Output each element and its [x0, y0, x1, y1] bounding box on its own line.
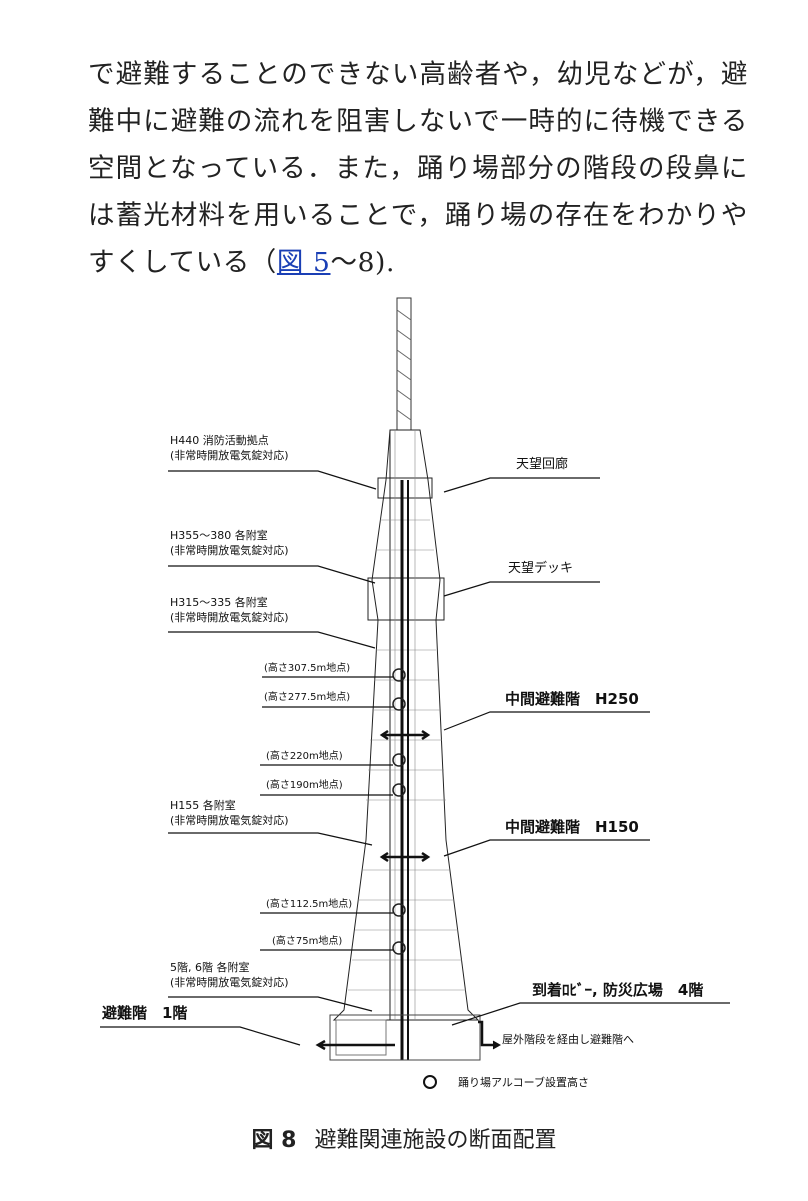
- label-h440-sub: (非常時開放電気錠対応): [170, 449, 289, 462]
- label-75m: (高さ75m地点): [272, 936, 343, 947]
- figure-link[interactable]: 図 5: [276, 246, 331, 278]
- figure-number: 図 8: [251, 1128, 297, 1153]
- legend-circle-icon: [423, 1075, 437, 1089]
- legend-label: 踊り場アルコーブ設置高さ: [458, 1076, 590, 1089]
- paragraph-text: で避難することのできない高齢者や，幼児などが，避難中に避難の流れを阻害しないで一…: [88, 58, 749, 278]
- label-112m: (高さ112.5m地点): [266, 899, 353, 910]
- label-5f-6f: 5階, 6階 各附室: [170, 961, 250, 974]
- paragraph-text-end: ～8).: [330, 246, 396, 278]
- label-mid-h250: 中間避難階 H250: [505, 690, 639, 708]
- label-h355: H355～380 各附室: [170, 529, 268, 542]
- label-h315: H315～335 各附室: [170, 596, 268, 609]
- label-190m: (高さ190m地点): [266, 780, 343, 791]
- label-277m: (高さ277.5m地点): [264, 692, 351, 703]
- label-307m: (高さ307.5m地点): [264, 663, 351, 674]
- label-220m: (高さ220m地点): [266, 751, 343, 762]
- label-arrival-lobby: 到着ﾛﾋﾞｰ, 防災広場 4階: [532, 981, 704, 999]
- label-h355-sub: (非常時開放電気錠対応): [170, 544, 289, 557]
- tower-diagram: [100, 297, 730, 1089]
- figure-caption: 図 8 避難関連施設の断面配置: [0, 1122, 808, 1154]
- label-h155: H155 各附室: [170, 799, 236, 812]
- label-mid-h150: 中間避難階 H150: [505, 818, 639, 836]
- label-evac-floor: 避難階 1階: [102, 1004, 188, 1022]
- label-h155-sub: (非常時開放電気錠対応): [170, 814, 289, 827]
- label-tembo-kairo: 天望回廊: [516, 457, 569, 472]
- label-5f-6f-sub: (非常時開放電気錠対応): [170, 976, 289, 989]
- label-h315-sub: (非常時開放電気錠対応): [170, 611, 289, 624]
- body-paragraph: で避難することのできない高齢者や，幼児などが，避難中に避難の流れを阻害しないで一…: [88, 51, 748, 286]
- tower-section-figure: H440 消防活動拠点 (非常時開放電気錠対応) H355～380 各附室 (非…: [0, 280, 808, 1110]
- figure-title: 避難関連施設の断面配置: [314, 1128, 557, 1153]
- label-outdoor-stairs: 屋外階段を経由し避難階へ: [502, 1033, 634, 1046]
- antenna-mast: [396, 297, 412, 431]
- label-tembo-deck: 天望デッキ: [508, 561, 574, 576]
- label-h440: H440 消防活動拠点: [170, 434, 269, 447]
